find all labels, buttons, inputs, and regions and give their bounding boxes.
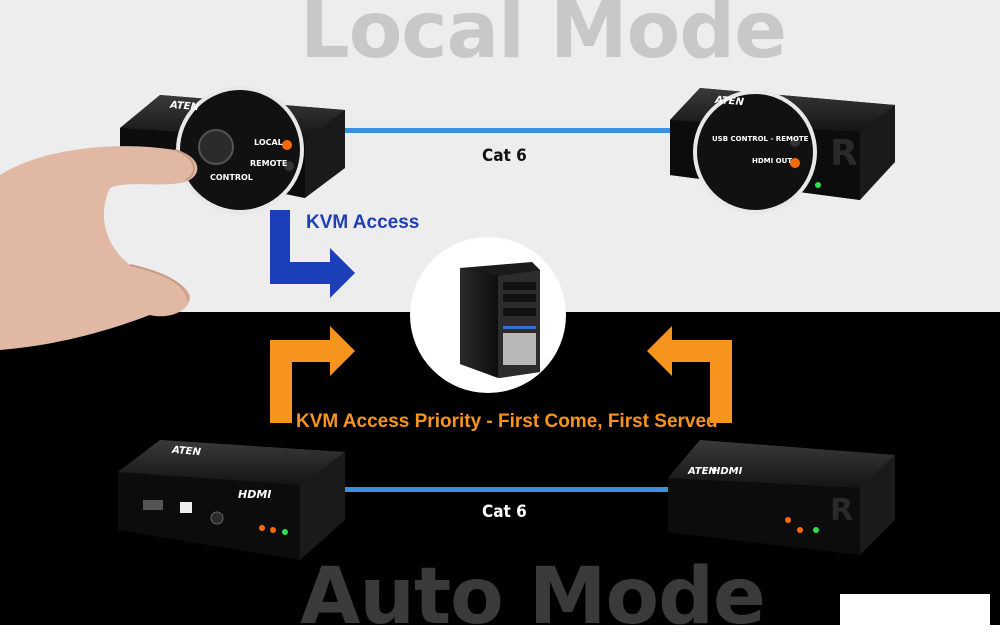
corner-white-box xyxy=(840,594,990,625)
svg-text:R: R xyxy=(830,133,858,174)
computer-tower-icon xyxy=(460,262,540,378)
remote-led-label: REMOTE xyxy=(250,159,288,168)
svg-text:R: R xyxy=(830,493,853,528)
kvm-diagram: R R xyxy=(0,86,895,560)
hdmi-out-led xyxy=(790,158,800,168)
priority-arrow-right xyxy=(647,326,732,423)
top-cat6-cable xyxy=(345,128,670,133)
local-led xyxy=(282,140,292,150)
kvm-priority-label: KVM Access Priority - First Come, First … xyxy=(296,411,718,432)
top-cable-label: Cat 6 xyxy=(482,146,527,166)
local-led-label: LOCAL xyxy=(254,138,283,147)
auto-remote-brand: ATEN xyxy=(688,466,717,477)
hdmi-out-label: HDMI OUT xyxy=(752,157,793,165)
kvm-access-label: KVM Access xyxy=(306,212,420,233)
usb-control-led xyxy=(790,137,800,147)
remote-led-zoom xyxy=(693,90,817,214)
auto-remote-hdmi-logo: HDMI xyxy=(712,466,743,477)
auto-local-hdmi-logo: HDMI xyxy=(238,488,272,501)
control-button-label: CONTROL xyxy=(210,173,253,182)
priority-arrow-left xyxy=(270,326,355,423)
bottom-cat6-cable xyxy=(345,487,670,492)
auto-remote-extender-unit: R xyxy=(668,440,895,555)
auto-local-extender-unit xyxy=(118,440,345,560)
local-mode-title: Local Mode xyxy=(300,0,787,76)
local-control-button xyxy=(198,129,234,165)
usb-control-label: USB CONTROL - REMOTE xyxy=(712,135,809,143)
kvm-access-arrow xyxy=(270,210,355,298)
bottom-cable-label: Cat 6 xyxy=(482,502,527,522)
remote-led xyxy=(284,161,294,171)
hand-pressing-button xyxy=(0,146,198,350)
